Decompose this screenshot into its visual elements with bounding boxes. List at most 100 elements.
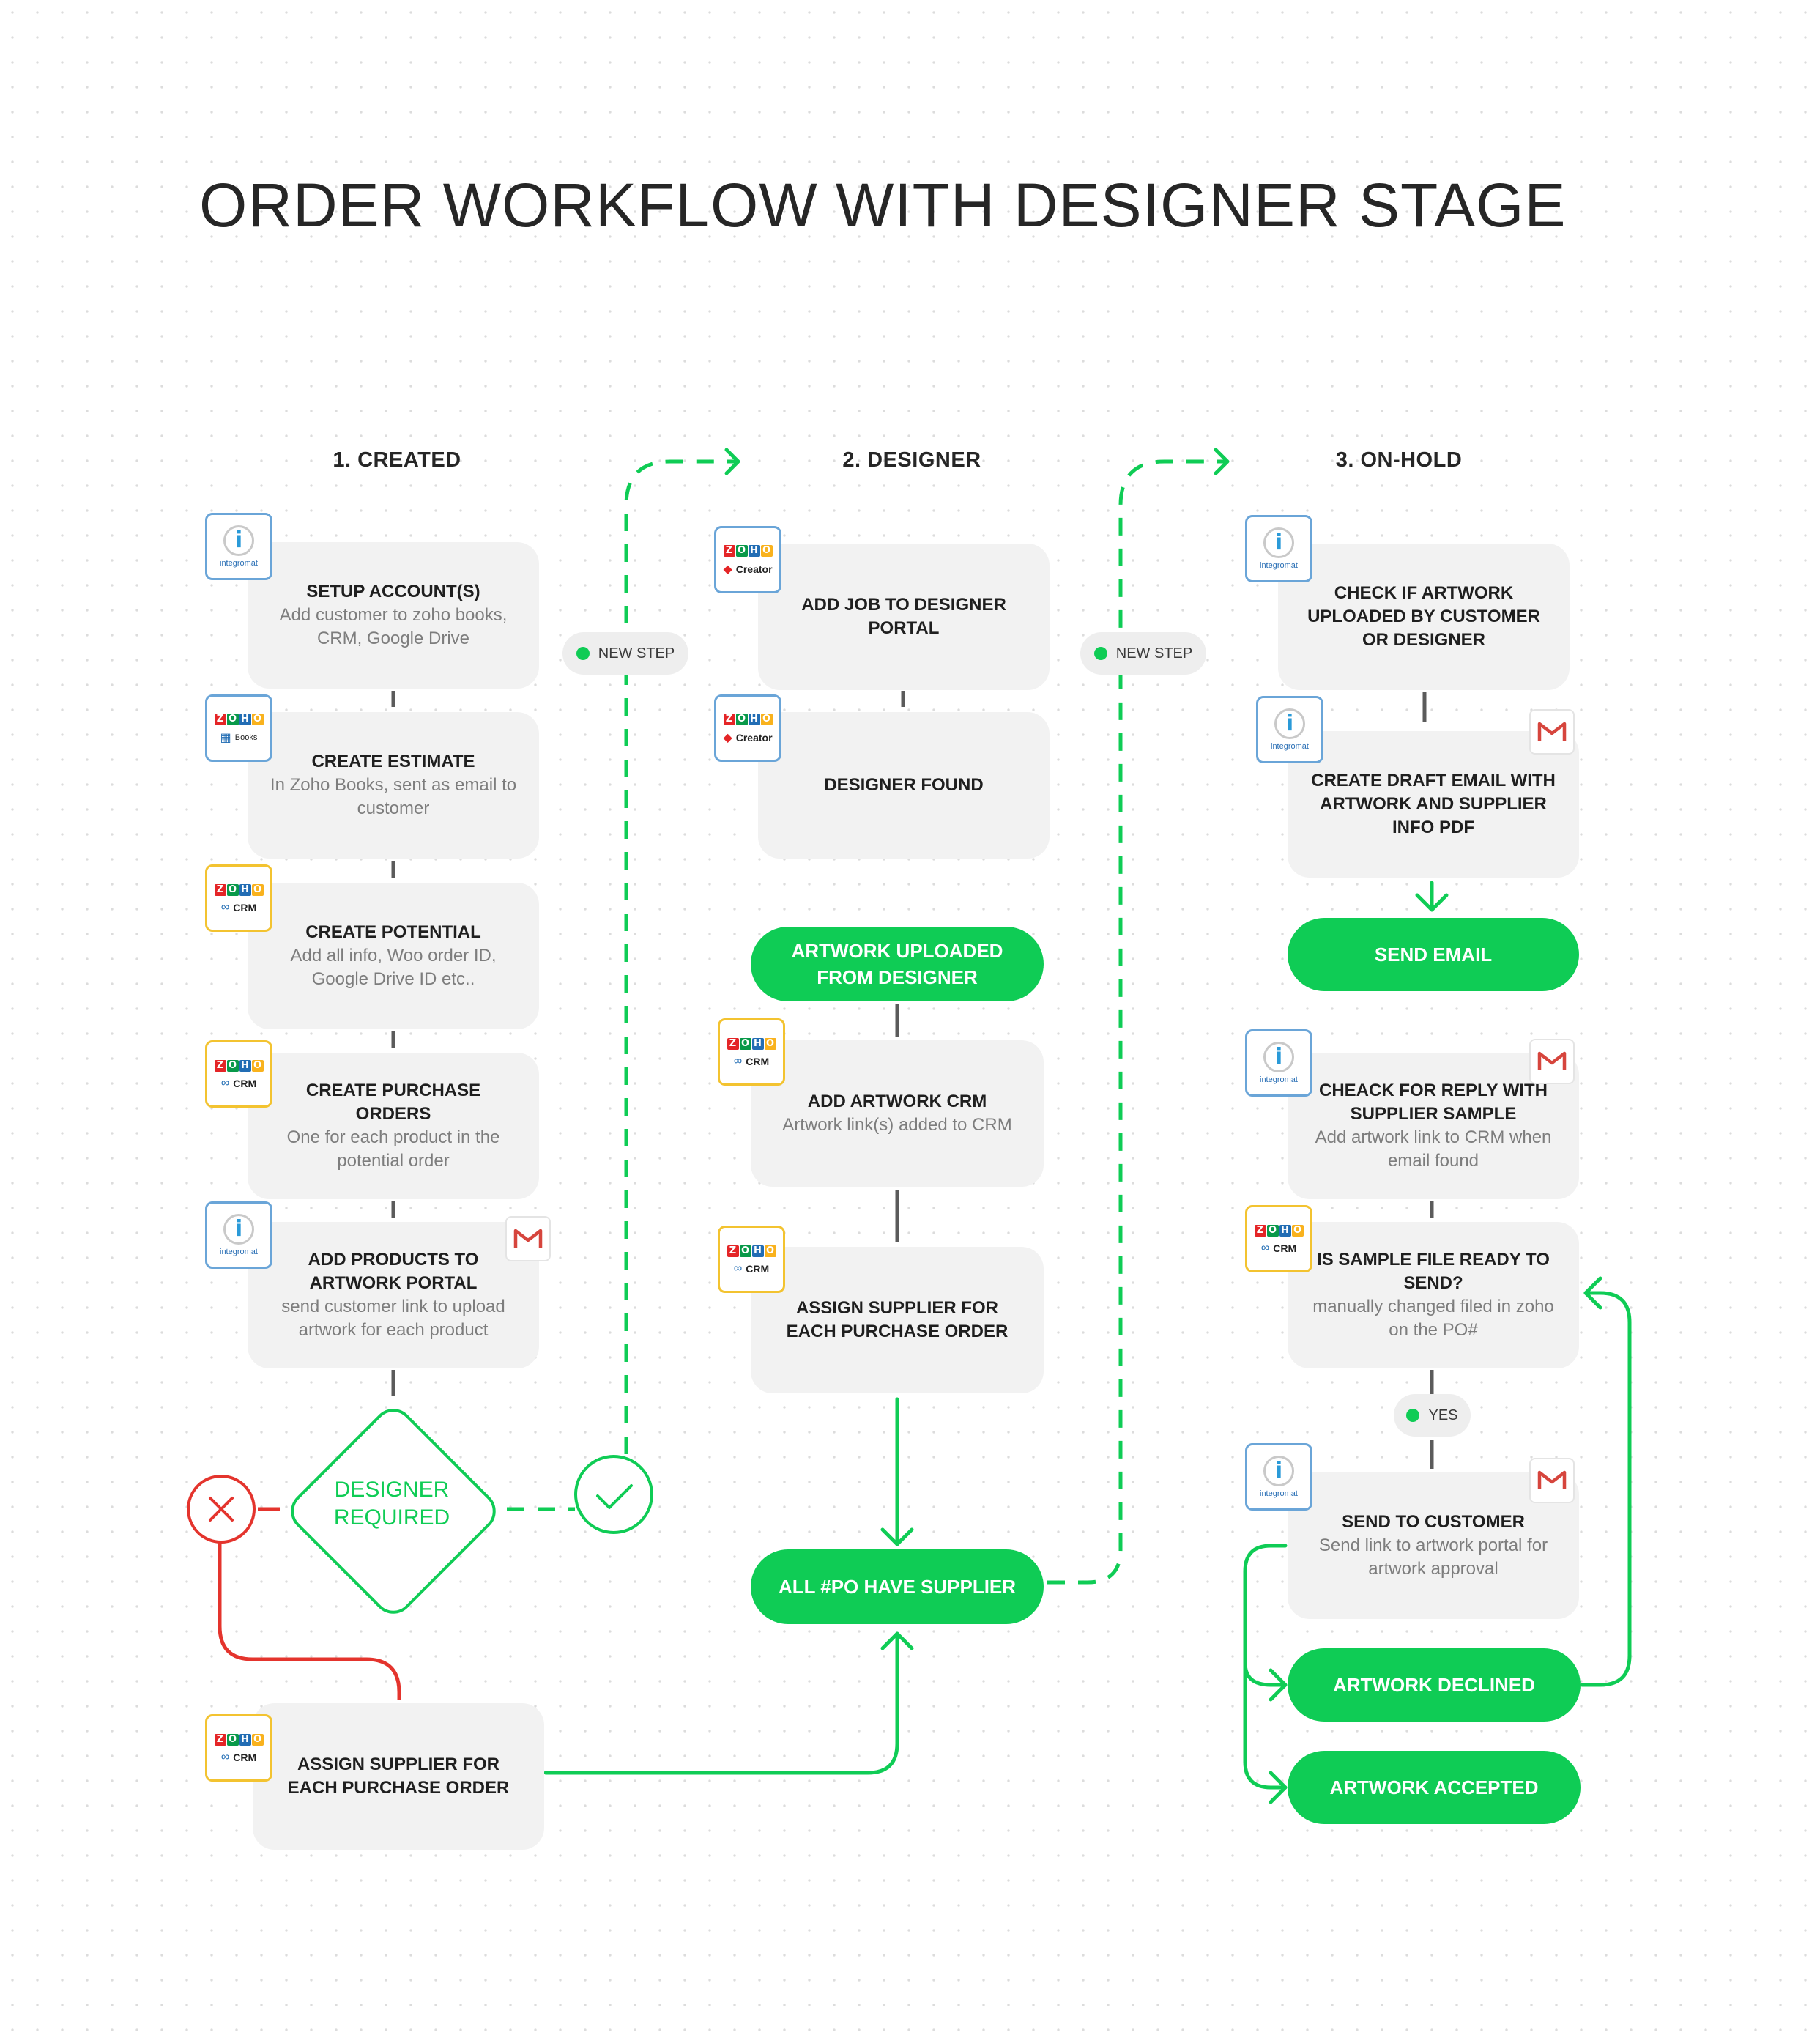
page-title: ORDER WORKFLOW WITH DESIGNER STAGE [199,171,1567,240]
step-title: SEND TO CUSTOMER [1342,1512,1525,1532]
step-add-artwork-crm[interactable]: ADD ARTWORK CRM Artwork link(s) added to… [751,1040,1044,1187]
step-create-purchase-orders[interactable]: CREATE PURCHASE ORDERS One for each prod… [248,1053,539,1199]
step-check-reply[interactable]: CHEACK FOR REPLY WITH SUPPLIER SAMPLE Ad… [1288,1053,1579,1199]
no-path-line [218,1542,401,1700]
approve-check-icon [574,1455,653,1534]
step-setup-accounts[interactable]: SETUP ACCOUNT(S) Add customer to zoho bo… [248,542,539,689]
step-title: CREATE PURCHASE ORDERS [305,1081,481,1124]
step-title: CREATE ESTIMATE [311,752,475,771]
crm-icon: ∞ [1260,1241,1270,1254]
info-icon: i [1274,708,1305,739]
step-description: In Zoho Books, sent as email to customer [270,775,517,818]
step-description: manually changed filed in zoho on the PO… [1312,1297,1554,1340]
step-title: CHEACK FOR REPLY WITH SUPPLIER SAMPLE [1318,1081,1548,1124]
creator-icon: ◆ [723,731,732,744]
arrow-send-to-accepted [1243,1661,1288,1790]
step-description: send customer link to upload artwork for… [281,1297,505,1340]
dashed-check-to-designer [624,459,736,1454]
info-icon: i [1263,1042,1294,1072]
integromat-icon: i integromat [205,1201,272,1269]
step-description: Artwork link(s) added to CRM [782,1115,1012,1135]
step-title: ADD PRODUCTS TO ARTWORK PORTAL [308,1250,479,1293]
step-description: Send link to artwork portal for artwork … [1318,1535,1548,1579]
crm-icon: ∞ [220,1750,230,1763]
step-description: One for each product in the potential or… [286,1127,500,1171]
step-title: CHECK IF ARTWORK UPLOADED BY CUSTOMER OR… [1307,583,1540,650]
arrowhead-designer [724,448,740,475]
step-title: CREATE POTENTIAL [305,922,481,942]
step-description: Add all info, Woo order ID, Google Drive… [290,946,497,989]
info-icon: i [1263,527,1294,558]
column-header-onhold: 3. ON-HOLD [1335,448,1463,472]
outcome-artwork-declined[interactable]: ARTWORK DECLINED [1288,1648,1581,1722]
step-description: Add customer to zoho books, CRM, Google … [279,605,508,648]
books-icon: ▦ [220,731,231,744]
crm-icon: ∞ [733,1261,743,1275]
dashed-allpo-to-onhold [1047,459,1227,1585]
step-title: IS SAMPLE FILE READY TO SEND? [1317,1250,1550,1293]
step-add-job-portal[interactable]: ADD JOB TO DESIGNER PORTAL [758,544,1050,690]
crm-icon: ∞ [733,1054,743,1067]
yes-label: YES [1428,1407,1458,1423]
gmail-icon [505,1216,551,1261]
step-add-products-portal[interactable]: ADD PRODUCTS TO ARTWORK PORTAL send cust… [248,1222,539,1368]
step-designer-found[interactable]: DESIGNER FOUND [758,712,1050,859]
integromat-icon: i integromat [1245,515,1312,582]
event-artwork-uploaded[interactable]: ARTWORK UPLOADED FROM DESIGNER [751,927,1044,1001]
event-all-po-supplier[interactable]: ALL #PO HAVE SUPPLIER [751,1549,1044,1624]
arrow-declined-loop [1580,1291,1632,1687]
send-email-button[interactable]: SEND EMAIL [1288,918,1579,991]
yes-tag: YES [1394,1394,1471,1437]
arrow-left-assign-to-allpo [543,1631,899,1775]
column-header-created: 1. CREATED [333,448,461,472]
step-title: ADD ARTWORK CRM [807,1092,987,1111]
arrowhead-onhold [1214,448,1230,475]
arrow-send-to-declined [1243,1544,1288,1687]
step-title: ASSIGN SUPPLIER FOR EACH PURCHASE ORDER [287,1754,510,1798]
step-title: SETUP ACCOUNT(S) [306,582,480,601]
step-check-artwork[interactable]: CHECK IF ARTWORK UPLOADED BY CUSTOMER OR… [1278,544,1570,690]
decision-diamond [291,1409,496,1614]
decision-label: DESIGNER REQUIRED [333,1478,450,1530]
step-title: CREATE DRAFT EMAIL WITH ARTWORK AND SUPP… [1311,771,1556,837]
step-assign-supplier-designer[interactable]: ASSIGN SUPPLIER FOR EACH PURCHASE ORDER [751,1247,1044,1393]
step-assign-supplier-created[interactable]: ASSIGN SUPPLIER FOR EACH PURCHASE ORDER [253,1703,544,1850]
status-dot-icon [1406,1409,1420,1422]
step-title: DESIGNER FOUND [824,775,984,795]
integromat-icon: i integromat [1245,1029,1312,1097]
integromat-icon: i integromat [1256,696,1323,763]
new-step-label: NEW STEP [1115,645,1193,662]
outcome-artwork-accepted[interactable]: ARTWORK ACCEPTED [1288,1751,1581,1824]
step-create-draft-email[interactable]: CREATE DRAFT EMAIL WITH ARTWORK AND SUPP… [1288,731,1579,878]
info-icon: i [223,525,254,556]
gmail-icon [1529,1039,1575,1084]
step-sample-ready[interactable]: IS SAMPLE FILE READY TO SEND? manually c… [1288,1222,1579,1368]
status-dot-icon [1093,647,1107,660]
step-description: Add artwork link to CRM when email found [1315,1127,1552,1171]
integromat-icon: i integromat [1245,1443,1312,1511]
step-title: ASSIGN SUPPLIER FOR EACH PURCHASE ORDER [786,1298,1009,1341]
gmail-icon [1529,709,1575,755]
step-create-potential[interactable]: CREATE POTENTIAL Add all info, Woo order… [248,883,539,1029]
column-header-designer: 2. DESIGNER [842,448,981,472]
info-icon: i [223,1214,254,1245]
step-create-estimate[interactable]: CREATE ESTIMATE In Zoho Books, sent as e… [248,712,539,859]
new-step-label: NEW STEP [598,645,675,662]
creator-icon: ◆ [723,563,732,576]
new-step-tag-1: NEW STEP [562,632,688,675]
info-icon: i [1263,1456,1294,1486]
reject-x-icon [187,1475,256,1544]
crm-icon: ∞ [220,900,230,914]
status-dot-icon [576,647,590,660]
integromat-icon: i integromat [205,513,272,580]
crm-icon: ∞ [220,1076,230,1089]
